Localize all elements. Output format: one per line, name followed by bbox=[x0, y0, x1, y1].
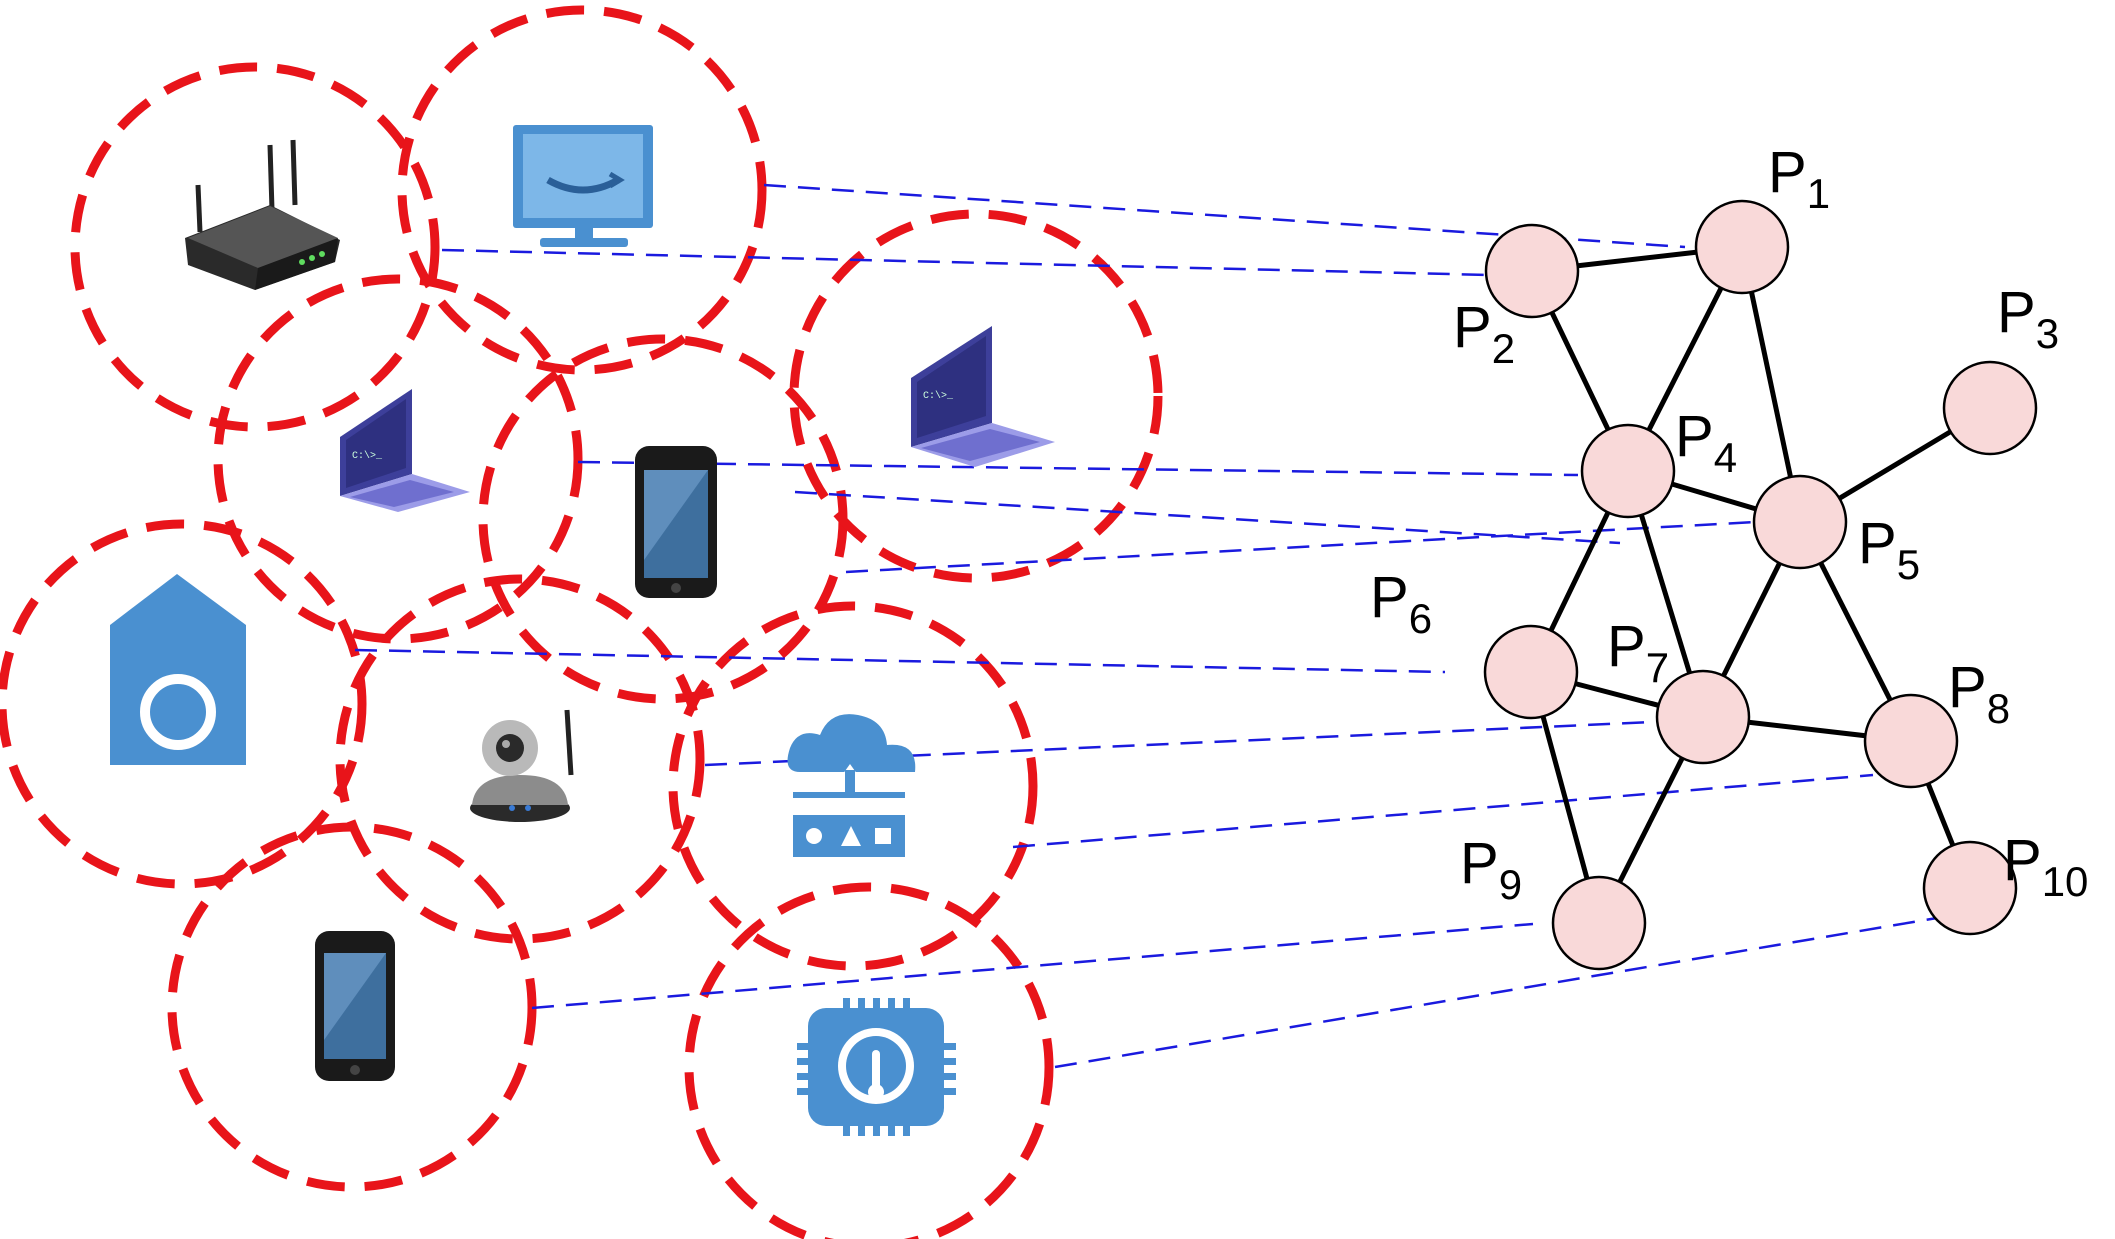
node-label-p9: P9 bbox=[1460, 831, 1522, 908]
router-icon bbox=[185, 139, 340, 290]
svg-text:C:\>_: C:\>_ bbox=[352, 450, 383, 462]
graph-node-p5 bbox=[1752, 474, 1848, 570]
node-label-p8: P8 bbox=[1948, 655, 2010, 732]
coverage-circle bbox=[668, 601, 1038, 971]
mapping-line bbox=[531, 922, 1534, 1010]
node-label-p7: P7 bbox=[1607, 614, 1669, 691]
graph-edges bbox=[1528, 244, 1992, 925]
coverage-circle bbox=[335, 574, 705, 944]
coverage-circle bbox=[213, 274, 583, 644]
coverage-circle bbox=[70, 62, 440, 432]
mapping-line bbox=[577, 460, 1579, 477]
mapping-line bbox=[1012, 773, 1874, 849]
graph-node-p1 bbox=[1694, 199, 1790, 295]
node-label-p2: P2 bbox=[1453, 295, 1515, 372]
node-label-p4: P4 bbox=[1675, 404, 1737, 481]
graph-node-p9 bbox=[1551, 875, 1647, 971]
ip-camera-icon bbox=[470, 709, 574, 822]
mapping-line bbox=[354, 648, 1446, 674]
coverage-circle bbox=[0, 519, 367, 889]
smart-tv-icon bbox=[513, 125, 653, 247]
mapping-line bbox=[1054, 916, 1938, 1069]
graph-node-p2 bbox=[1484, 223, 1580, 319]
smartphone-icon bbox=[635, 446, 717, 598]
node-label-p3: P3 bbox=[1997, 280, 2059, 357]
node-label-p10: P10 bbox=[2003, 828, 2088, 905]
coverage-circle bbox=[789, 209, 1163, 583]
graph-node-p6 bbox=[1483, 624, 1579, 720]
node-label-p6: P6 bbox=[1370, 565, 1432, 642]
cloud-gateway-icon bbox=[787, 714, 916, 857]
smart-home-icon bbox=[110, 574, 246, 765]
graph-nodes bbox=[1483, 199, 2038, 971]
graph-node-p8 bbox=[1863, 693, 1959, 789]
coverage-circle bbox=[684, 882, 1054, 1239]
temperature-sensor-chip-icon bbox=[797, 998, 956, 1136]
mapping-line bbox=[845, 520, 1756, 574]
node-label-p5: P5 bbox=[1858, 511, 1920, 588]
graph-node-p4 bbox=[1580, 423, 1676, 519]
laptop-icon: C:\>_ bbox=[340, 389, 470, 512]
node-label-p1: P1 bbox=[1768, 140, 1830, 217]
mapping-line bbox=[794, 490, 1621, 545]
graph-node-p3 bbox=[1942, 360, 2038, 456]
svg-text:C:\>_: C:\>_ bbox=[923, 390, 954, 402]
mapping-line bbox=[441, 248, 1491, 277]
smartphone-icon bbox=[315, 931, 395, 1081]
laptop-icon: C:\>_ bbox=[911, 326, 1055, 467]
coverage-circle bbox=[397, 5, 767, 375]
mapping-lines bbox=[354, 183, 1938, 1069]
graph-node-p10 bbox=[1922, 840, 2018, 936]
graph-node-p7 bbox=[1655, 669, 1751, 765]
